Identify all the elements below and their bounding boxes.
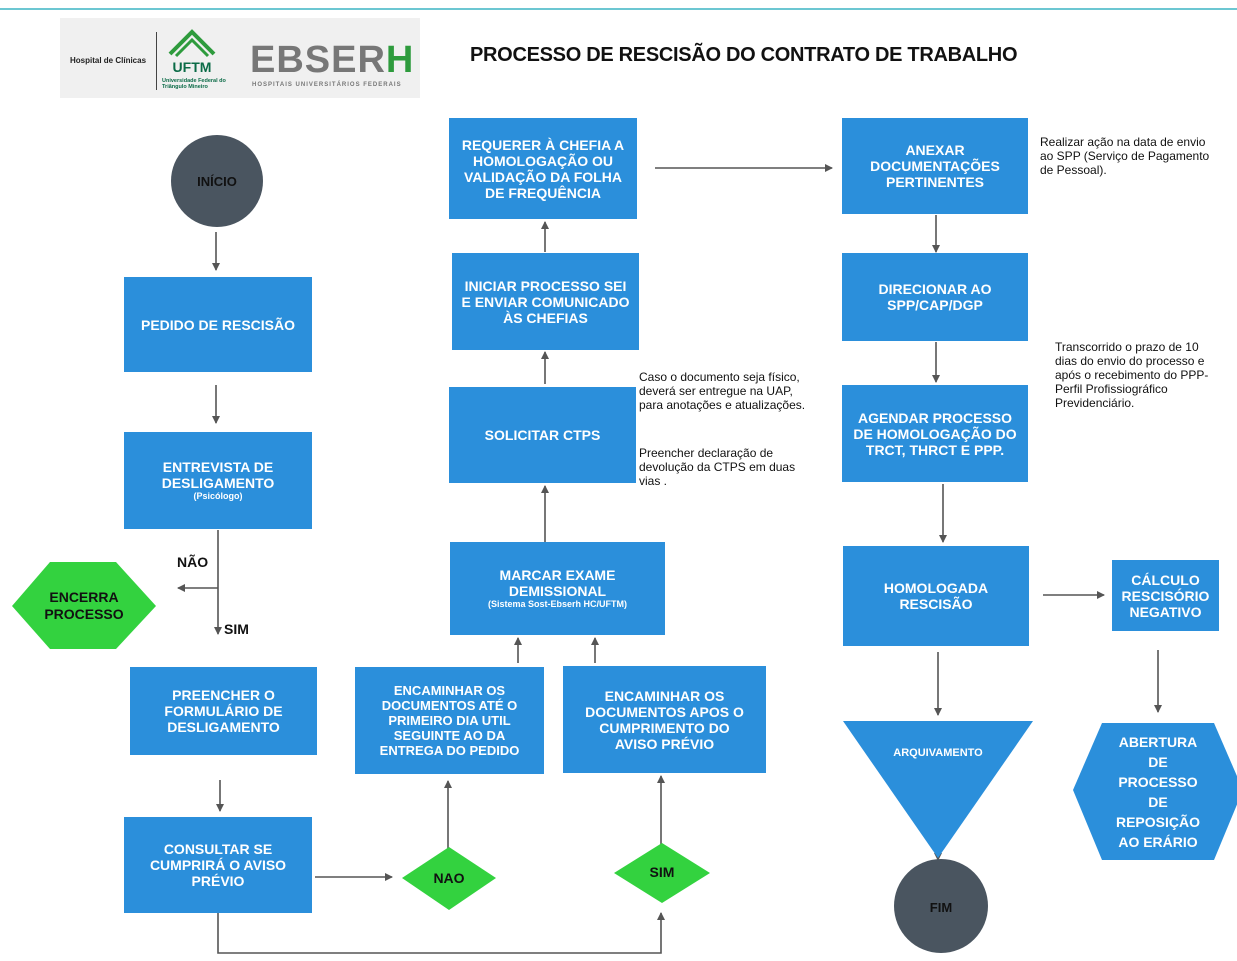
nao-diamond — [402, 847, 496, 910]
direcionar-box: DIRECIONAR AO SPP/CAP/DGP — [842, 253, 1028, 341]
note-ctps-physical: Caso o documento seja físico, deverá ser… — [639, 370, 806, 412]
start-circle — [171, 135, 263, 227]
hospital-name: Hospital de Clínicas — [70, 56, 147, 65]
encerra-diamond — [12, 562, 156, 649]
note-ctps-declaration: Preencher declaração de devolução da CTP… — [639, 446, 796, 488]
uftm-subtitle: Universidade Federal do Triângulo Mineir… — [162, 78, 226, 90]
preencher-label: PREENCHER O FORMULÁRIO DE DESLIGAMENTO — [164, 687, 283, 735]
ebserh-logo: EBSERH — [250, 40, 414, 80]
consultar-label: CONSULTAR SE CUMPRIRÁ O AVISO PRÉVIO — [149, 841, 287, 889]
marcar-sublabel: (Sistema Sost-Ebserh HC/UFTM) — [487, 599, 628, 609]
entrevista-sublabel: (Psicólogo) — [193, 491, 243, 501]
marcar-label: MARCAR EXAME DEMISSIONAL — [499, 567, 616, 599]
ebserh-logo-h: H — [385, 39, 415, 81]
encerra-label: ENCERRA PROCESSO — [44, 589, 124, 622]
end-label: FIM — [929, 899, 953, 915]
consultar-box: CONSULTAR SE CUMPRIRÁ O AVISO PRÉVIO — [124, 817, 312, 913]
sim-diamond-label: SIM — [649, 863, 675, 880]
edge-label-sim: SIM — [224, 621, 249, 637]
anexar-label: ANEXAR DOCUMENTAÇÕES PERTINENTES — [870, 142, 1000, 190]
start-label: INÍCIO — [197, 173, 237, 189]
iniciar-label: INICIAR PROCESSO SEI E ENVIAR COMUNICADO… — [461, 277, 630, 326]
arquivamento-triangle — [843, 721, 1033, 858]
page-title: PROCESSO DE RESCISÃO DO CONTRATO DE TRAB… — [470, 44, 1018, 66]
abertura-label: ABERTURA DE PROCESSO DE REPOSIÇÃO AO ERÁ… — [1115, 734, 1200, 850]
direcionar-label: DIRECIONAR AO SPP/CAP/DGP — [878, 281, 992, 313]
end-circle — [894, 859, 988, 953]
svg-text:UFTM: UFTM — [173, 59, 212, 75]
calculo-box: CÁLCULO RESCISÓRIO NEGATIVO — [1112, 560, 1219, 631]
pedido-label: PEDIDO DE RESCISÃO — [140, 316, 296, 333]
iniciar-box: INICIAR PROCESSO SEI E ENVIAR COMUNICADO… — [452, 253, 639, 350]
homologada-box: HOMOLOGADA RESCISÃO — [843, 546, 1029, 646]
nao-diamond-label: NAO — [433, 869, 465, 886]
preencher-box: PREENCHER O FORMULÁRIO DE DESLIGAMENTO — [130, 667, 317, 755]
note-prazo: Transcorrido o prazo de 10 dias do envio… — [1055, 340, 1209, 410]
top-accent-line — [0, 8, 1237, 10]
ebserh-subtitle: HOSPITAIS UNIVERSITÁRIOS FEDERAIS — [252, 82, 402, 88]
arquivamento-label: ARQUIVAMENTO — [893, 746, 983, 759]
edge-label-nao: NÃO — [177, 554, 209, 570]
encaminhar1-label: ENCAMINHAR OS DOCUMENTOS ATÉ O PRIMEIRO … — [379, 683, 520, 758]
marcar-box: MARCAR EXAME DEMISSIONAL (Sistema Sost-E… — [450, 542, 665, 635]
logo-divider — [156, 32, 157, 90]
encaminhar1-box: ENCAMINHAR OS DOCUMENTOS ATÉ O PRIMEIRO … — [355, 667, 544, 774]
pedido-box: PEDIDO DE RESCISÃO — [124, 277, 312, 372]
sim-diamond — [614, 843, 710, 903]
requerer-label: REQUERER À CHEFIA A HOMOLOGAÇÃO OU VALID… — [461, 136, 625, 201]
ebserh-logo-text: EBSER — [250, 39, 386, 81]
agendar-box: AGENDAR PROCESSO DE HOMOLOGAÇÃO DO TRCT,… — [842, 385, 1028, 482]
note-anexar: Realizar ação na data de envio ao SPP (S… — [1040, 135, 1210, 177]
calculo-label: CÁLCULO RESCISÓRIO NEGATIVO — [1121, 571, 1210, 620]
encaminhar2-box: ENCAMINHAR OS DOCUMENTOS APOS O CUMPRIME… — [563, 666, 766, 773]
header-logos: Hospital de Clínicas UFTM Universidade F… — [60, 18, 420, 98]
solicitar-box: SOLICITAR CTPS — [449, 387, 636, 483]
encaminhar2-label: ENCAMINHAR OS DOCUMENTOS APOS O CUMPRIME… — [585, 687, 744, 752]
entrevista-box: ENTREVISTA DE DESLIGAMENTO (Psicólogo) — [124, 432, 312, 529]
solicitar-label: SOLICITAR CTPS — [484, 427, 601, 443]
abertura-hexagon — [1073, 723, 1237, 860]
requerer-box: REQUERER À CHEFIA A HOMOLOGAÇÃO OU VALID… — [449, 118, 637, 219]
arrow-consultar-sim — [217, 912, 665, 954]
anexar-box: ANEXAR DOCUMENTAÇÕES PERTINENTES — [842, 118, 1028, 214]
homologada-label: HOMOLOGADA RESCISÃO — [883, 580, 989, 612]
agendar-label: AGENDAR PROCESSO DE HOMOLOGAÇÃO DO TRCT,… — [853, 409, 1017, 458]
entrevista-label: ENTREVISTA DE DESLIGAMENTO — [161, 459, 275, 491]
uftm-logo: UFTM — [168, 29, 216, 75]
